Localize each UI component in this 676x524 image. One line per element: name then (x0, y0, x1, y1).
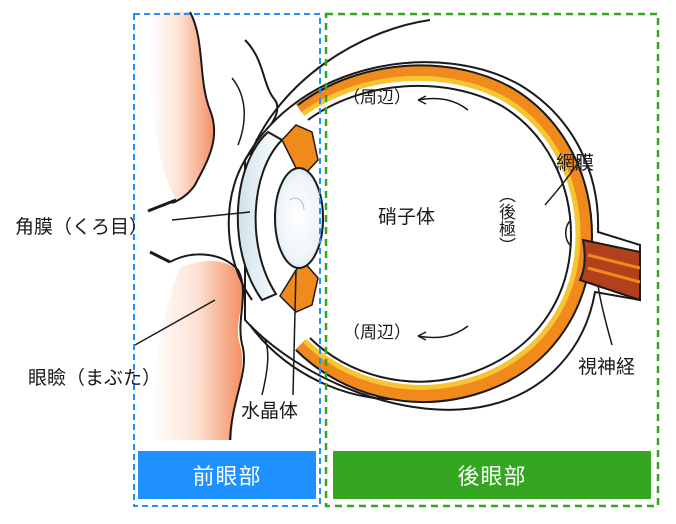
posterior-segment-band: 後眼部 (333, 451, 651, 499)
optic-nerve (578, 238, 641, 302)
posterior-pole-label: （後極） (495, 186, 515, 254)
optic-nerve-label: 視神経 (578, 356, 636, 378)
retina-label: 網膜 (556, 152, 595, 174)
cornea-label: 角膜（くろ目） (15, 216, 149, 238)
lens-shape (274, 167, 324, 269)
vitreous-label: 硝子体 (378, 206, 436, 228)
lens-label: 水晶体 (241, 400, 299, 422)
posterior-segment-box (324, 12, 660, 508)
periphery-top-label: （周辺） (343, 88, 411, 108)
upper-eyelid (150, 12, 215, 200)
retina-orange-layer (295, 65, 593, 402)
periphery-bottom-label: （周辺） (343, 323, 411, 343)
anterior-segment-box (133, 13, 321, 507)
eyelid-label: 眼瞼（まぶた） (28, 367, 162, 389)
cornea (236, 130, 284, 302)
sclera-outer (244, 61, 641, 411)
retina-yellow-layer (301, 75, 581, 390)
lower-eyelid (150, 260, 243, 440)
anterior-segment-band: 前眼部 (138, 451, 316, 499)
